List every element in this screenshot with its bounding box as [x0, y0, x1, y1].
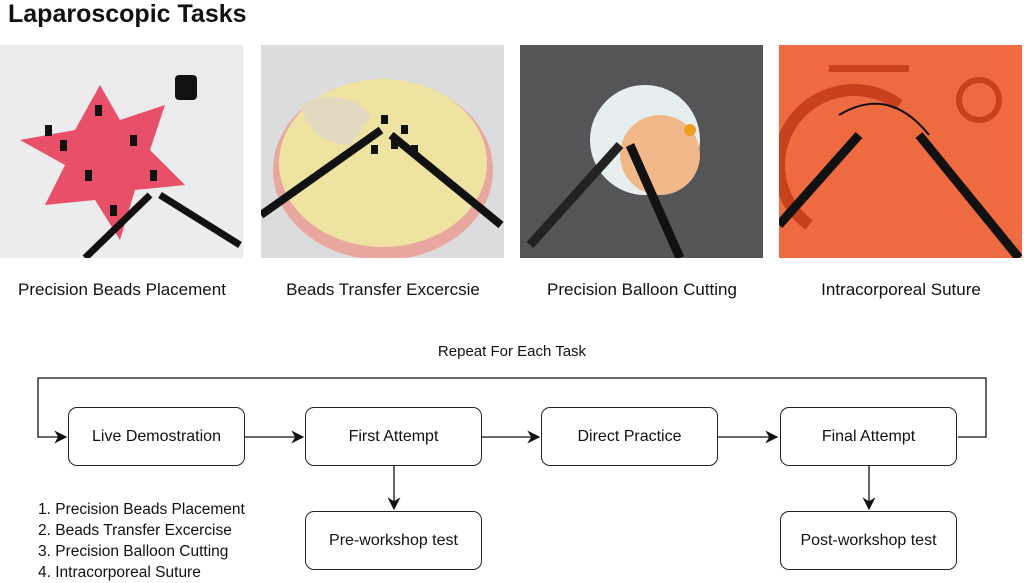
task-caption: Precision Balloon Cutting — [547, 280, 737, 299]
pre-workshop-test: Pre-workshop test — [305, 511, 482, 570]
task-list: 1. Precision Beads Placement 2. Beads Tr… — [38, 499, 245, 583]
task-list-item: 1. Precision Beads Placement — [38, 501, 245, 518]
step-direct-practice: Direct Practice — [541, 407, 718, 466]
task-caption: Beads Transfer Excercsie — [286, 280, 480, 299]
task-list-item: 4. Intracorporeal Suture — [38, 564, 201, 581]
balloon-cutting-photo — [520, 45, 763, 258]
figure-title: Laparoscopic Tasks — [8, 0, 247, 28]
loop-label: Repeat For Each Task — [437, 343, 587, 360]
task-list-item: 3. Precision Balloon Cutting — [38, 543, 229, 560]
suture-pad-photo — [779, 45, 1022, 258]
task-caption: Intracorporeal Suture — [821, 280, 981, 299]
star-pegboard-photo — [0, 45, 243, 258]
task-list-item: 2. Beads Transfer Excercise — [38, 522, 232, 539]
step-final-attempt: Final Attempt — [780, 407, 957, 466]
beads-transfer-photo — [261, 45, 504, 258]
loop-arrow — [37, 377, 987, 444]
step-live-demonstration: Live Demostration — [68, 407, 245, 466]
step-first-attempt: First Attempt — [305, 407, 482, 466]
task-caption: Precision Beads Placement — [18, 280, 226, 299]
post-workshop-test: Post-workshop test — [780, 511, 957, 570]
